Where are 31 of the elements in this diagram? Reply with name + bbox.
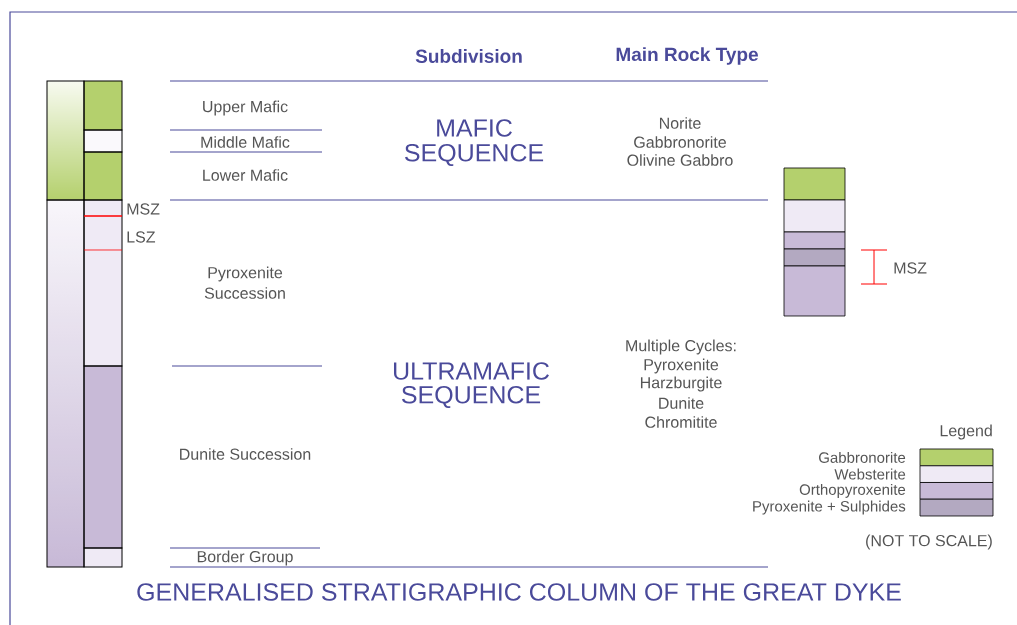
label: LSZ [127, 231, 156, 243]
label: (NOT TO SCALE) [866, 534, 992, 550]
label: Norite [660, 117, 701, 129]
sequence-label: MAFIC [437, 119, 512, 137]
sequence-label: ULTRAMAFIC [394, 362, 549, 380]
label: Gabbronorite [634, 136, 726, 148]
label: Legend [940, 424, 992, 440]
caption: GENERALISED STRATIGRAPHIC COLUMN OF THE GREAT DYKE [137, 583, 901, 601]
label: Olivine Gabbro [627, 154, 733, 166]
label: Lower Mafic [203, 169, 288, 181]
legend-label: Gabbronorite [819, 451, 906, 463]
label: MSZ [127, 203, 160, 215]
label: Pyroxenite [208, 266, 283, 282]
label: Multiple Cycles: [626, 339, 736, 355]
label: Dunite [659, 397, 704, 409]
label: MSZ [894, 262, 927, 274]
sequence-label: SEQUENCE [405, 143, 544, 167]
column-heading: Main Rock Type [616, 47, 758, 65]
label: Chromitite [645, 416, 717, 428]
legend-label: Pyroxenite + Sulphides [753, 500, 906, 515]
label: Border Group [197, 550, 293, 566]
label: Dunite Succession [180, 448, 311, 460]
label: Middle Mafic [201, 136, 290, 148]
legend-label: Websterite [834, 468, 906, 480]
column-heading: Subdivision [415, 49, 522, 63]
label: Upper Mafic [203, 100, 288, 116]
label: Harzburgite [640, 376, 722, 392]
label: Succession [204, 287, 285, 299]
legend-label: Orthopyroxenite [799, 483, 906, 498]
sequence-label: SEQUENCE [402, 385, 541, 409]
label: Pyroxenite [644, 358, 719, 374]
